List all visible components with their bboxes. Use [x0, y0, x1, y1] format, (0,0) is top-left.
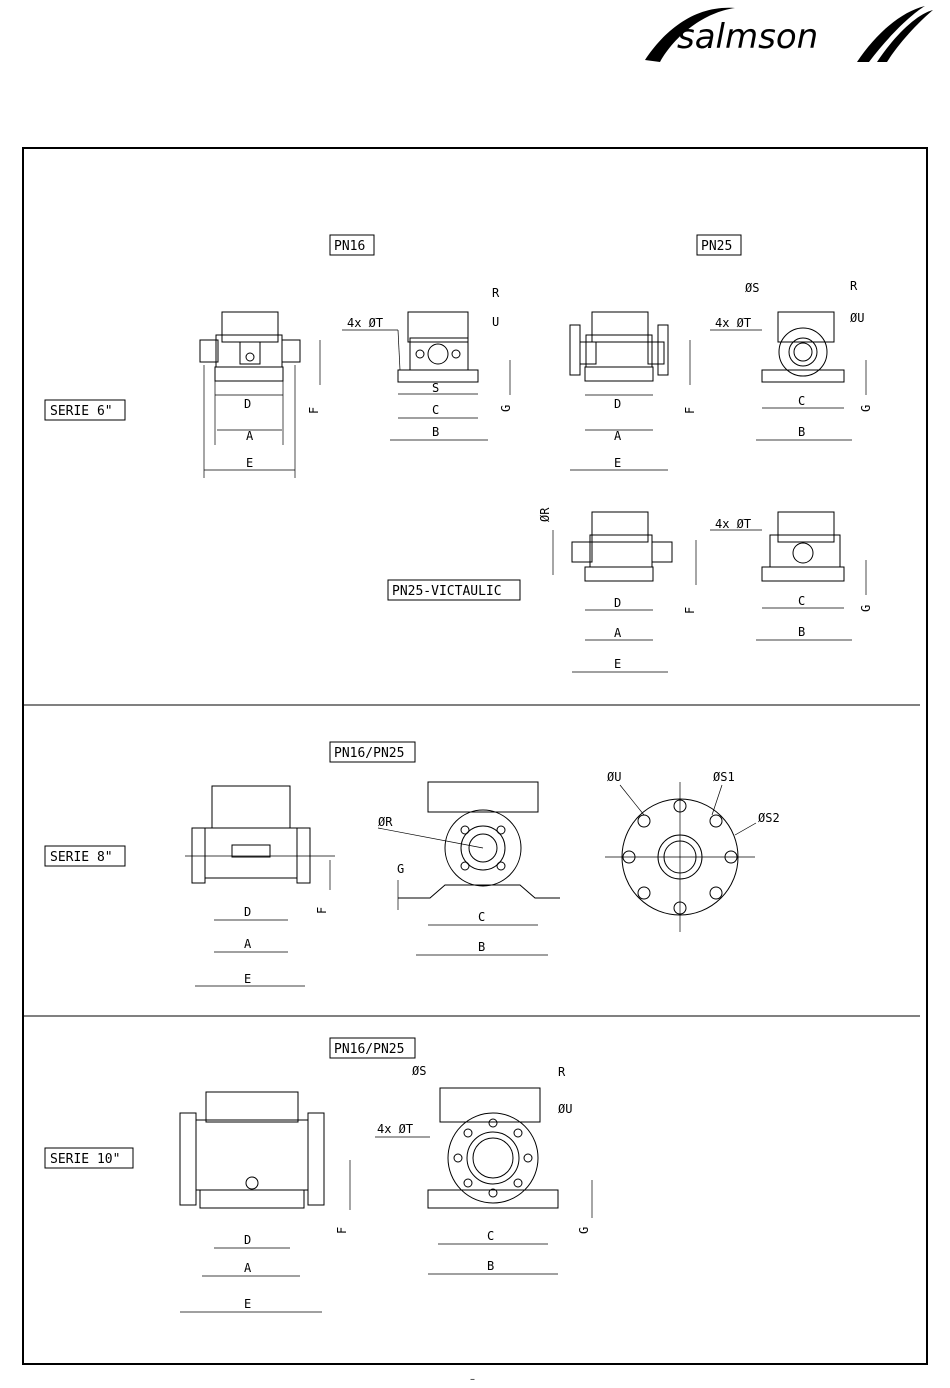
dim-4x-t-label: 4x ØT — [715, 316, 751, 330]
dim-a-label: A — [246, 429, 254, 443]
dim-c-label: C — [798, 594, 805, 608]
dim-r-label: R — [492, 286, 500, 300]
dim-a-label: A — [614, 626, 622, 640]
dim-d-label: D — [614, 397, 621, 411]
dim-a-label: A — [244, 937, 252, 951]
dim-f-label: F — [307, 407, 321, 414]
dim-a-label: A — [244, 1261, 252, 1275]
pump-front-view — [710, 512, 866, 640]
pump-side-view — [570, 312, 690, 470]
pump-front-view — [378, 782, 560, 955]
dim-d-label: D — [614, 596, 621, 610]
dim-g-label: G — [499, 405, 513, 412]
pn16-pn25-label: PN16/PN25 — [334, 1042, 404, 1057]
dim-e-label: E — [614, 657, 621, 671]
pn16-label: PN16 — [334, 239, 365, 254]
dim-os2-label: ØS2 — [758, 811, 780, 825]
dim-os-label: ØS — [745, 281, 759, 295]
series-8-section: SERIE 8" PN16/PN25 D A E F — [45, 742, 780, 986]
dim-d-label: D — [244, 397, 251, 411]
dim-b-label: B — [432, 425, 439, 439]
dim-os1-label: ØS1 — [713, 770, 735, 784]
pn25-victaulic-label: PN25-VICTAULIC — [392, 584, 502, 599]
pump-side-view — [200, 312, 320, 478]
dim-g-label: G — [859, 605, 873, 612]
dim-4x-t-label: 4x ØT — [377, 1122, 413, 1136]
dim-or-label: ØR — [538, 507, 552, 522]
dim-4x-t-label: 4x ØT — [715, 517, 751, 531]
pump-side-view — [180, 1092, 350, 1312]
dim-f-label: F — [683, 407, 697, 414]
series-6-label: SERIE 6" — [50, 404, 113, 419]
dim-or-label: ØR — [378, 815, 393, 829]
drawing-frame — [23, 148, 927, 1364]
pump-front-view — [342, 312, 510, 440]
dim-os-label: ØS — [412, 1064, 426, 1078]
dim-c-label: C — [432, 403, 439, 417]
dim-e-label: E — [614, 456, 621, 470]
dim-g-label: G — [397, 862, 404, 876]
dim-d-label: D — [244, 905, 251, 919]
series-10-label: SERIE 10" — [50, 1152, 120, 1167]
pump-front-view — [710, 312, 866, 440]
dim-g-label: G — [577, 1227, 591, 1234]
dim-f-label: F — [335, 1227, 349, 1234]
dim-g-label: G — [859, 405, 873, 412]
dim-4x-t-label: 4x ØT — [347, 316, 383, 330]
pump-side-view — [553, 512, 696, 672]
dim-c-label: C — [798, 394, 805, 408]
series-8-label: SERIE 8" — [50, 850, 113, 865]
dim-b-label: B — [487, 1259, 494, 1273]
dim-b-label: B — [478, 940, 485, 954]
dim-c-label: C — [487, 1229, 494, 1243]
series-10-section: SERIE 10" PN16/PN25 D A E F — [45, 1038, 592, 1312]
dim-c-label: C — [478, 910, 485, 924]
flange-view — [605, 782, 756, 932]
pn16-pn25-label: PN16/PN25 — [334, 746, 404, 761]
dim-a-label: A — [614, 429, 622, 443]
dim-e-label: E — [244, 972, 251, 986]
dim-s-label: S — [432, 381, 439, 395]
dim-r-label: R — [558, 1065, 566, 1079]
dim-ou-label: ØU — [850, 311, 864, 325]
series-6-section: SERIE 6" PN16 PN25 PN25-VICTAULIC D A E — [45, 235, 873, 672]
dim-f-label: F — [683, 607, 697, 614]
dim-d-label: D — [244, 1233, 251, 1247]
dim-e-label: E — [246, 456, 253, 470]
dim-u-label: U — [492, 315, 499, 329]
dim-f-label: F — [315, 907, 329, 914]
dim-e-label: E — [244, 1297, 251, 1311]
dim-r-label: R — [850, 279, 858, 293]
dim-b-label: B — [798, 625, 805, 639]
dim-ou-label: ØU — [558, 1102, 572, 1116]
pn25-label: PN25 — [701, 239, 732, 254]
pump-side-view — [185, 786, 335, 986]
page-number: – — [470, 1374, 475, 1385]
dim-ou-label: ØU — [607, 770, 621, 784]
dim-b-label: B — [798, 425, 805, 439]
